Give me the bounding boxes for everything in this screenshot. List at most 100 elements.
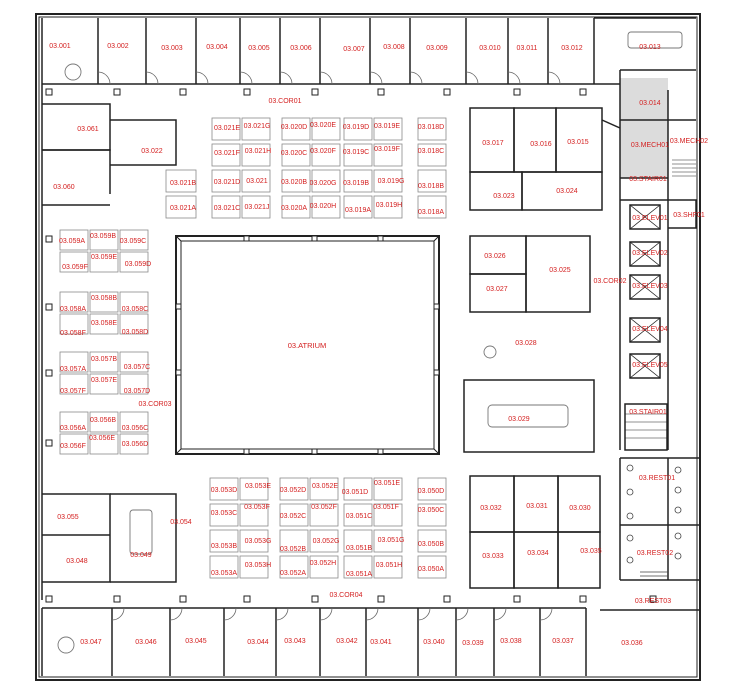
room-label: 03.STAIR01: [629, 409, 667, 416]
workstation: [119, 313, 149, 335]
room-label: 03.059B: [90, 233, 116, 240]
room-label: 03.019B: [343, 180, 369, 187]
room-label: 03.056D: [122, 441, 148, 448]
workstation: [89, 313, 119, 335]
room-label: 03.SHF01: [673, 212, 705, 219]
workstation: [211, 169, 241, 193]
workstation: [59, 351, 89, 373]
workstation: [119, 291, 149, 313]
room-label: 03.052G: [313, 538, 340, 545]
workstation: [343, 143, 373, 167]
room-label: 03.051G: [378, 537, 405, 544]
room-label: 03.020E: [310, 122, 336, 129]
workstation: [59, 251, 89, 273]
room-label: 03.058C: [122, 306, 148, 313]
room-label: 03.020C: [281, 150, 307, 157]
workstation: [89, 373, 119, 395]
atrium-label: 03.ATRIUM: [288, 341, 327, 350]
room-label: 03.057D: [124, 388, 150, 395]
room-label: 03.052F: [311, 504, 337, 511]
room-label: 03.010: [479, 45, 501, 52]
workstation: [59, 411, 89, 433]
workstation: [311, 117, 341, 141]
workstation: [59, 229, 89, 251]
room-label: 03.020F: [310, 148, 336, 155]
room-label: 03.021A: [170, 205, 196, 212]
room-label: 03.021D: [214, 179, 240, 186]
room-label: 03.051D: [342, 489, 368, 496]
workstation: [343, 477, 373, 501]
workstation: [89, 251, 119, 273]
room-label: 03.052A: [280, 570, 306, 577]
room-label: 03.020A: [281, 205, 307, 212]
room-label: 03.042: [336, 638, 358, 645]
room-label: 03.052B: [280, 546, 306, 553]
workstation: [417, 555, 447, 579]
workstation: [311, 169, 341, 193]
workstation: [279, 477, 309, 501]
workstation: [59, 373, 89, 395]
workstation: [119, 373, 149, 395]
room-label: 03.019H: [376, 202, 402, 209]
room-label: 03.COR01: [268, 98, 301, 105]
room-label: 03.ELEV01: [632, 215, 668, 222]
room-label: 03.057B: [91, 356, 117, 363]
room-label: 03.059F: [62, 264, 88, 271]
room-label: 03.REST02: [637, 550, 673, 557]
workstation: [343, 503, 373, 527]
workstation: [239, 529, 269, 553]
room-label: 03.051E: [374, 480, 400, 487]
room-label: 03.019F: [374, 146, 400, 153]
room-label: 03.048: [66, 558, 88, 565]
workstation: [417, 143, 447, 167]
room-label: 03.028: [515, 340, 537, 347]
room-label: 03.020G: [310, 180, 337, 187]
room-label: 03.019A: [345, 207, 371, 214]
room-label: 03.004: [206, 44, 228, 51]
workstation: [417, 195, 447, 219]
workstation: [241, 195, 271, 219]
room-label: 03.007: [343, 46, 365, 53]
workstation: [211, 117, 241, 141]
workstation: [241, 117, 271, 141]
room-label: 03.015: [567, 139, 589, 146]
room-label: 03.018C: [418, 148, 444, 155]
room-label: 03.054: [170, 519, 192, 526]
room-label: 03.058D: [122, 329, 148, 336]
room-label: 03.020H: [310, 203, 336, 210]
structural-columns: [45, 88, 657, 603]
top-offices: [41, 17, 696, 85]
room-label: 03.051H: [376, 562, 402, 569]
room-label: 03.024: [556, 188, 578, 195]
room-label: 03.008: [383, 44, 405, 51]
room-label: 03.019C: [343, 149, 369, 156]
room-label: 03.051C: [346, 513, 372, 520]
room-label: 03.023: [493, 193, 515, 200]
workstation: [89, 291, 119, 313]
workstation: [343, 555, 373, 579]
workstation: [343, 195, 373, 219]
room-label: 03.013: [639, 44, 661, 51]
room-label: 03.019D: [343, 124, 369, 131]
room-label: 03.057F: [60, 388, 86, 395]
room-label: 03.059E: [91, 254, 117, 261]
room-label: 03.ELEV04: [632, 326, 668, 333]
room-label: 03.052D: [280, 487, 306, 494]
room-label: 03.053H: [245, 562, 271, 569]
room-label: 03.036: [621, 640, 643, 647]
room-label: 03.ELEV02: [632, 250, 668, 257]
workstation: [211, 143, 241, 167]
room-label: 03.012: [561, 45, 583, 52]
room-label: 03.009: [426, 45, 448, 52]
workstation: [417, 477, 447, 501]
room-label: 03.053A: [211, 570, 237, 577]
workstation: [119, 229, 149, 251]
workstation: [165, 169, 197, 193]
room-label: 03.011: [517, 45, 538, 52]
room-label: 03.032: [480, 505, 502, 512]
room-label: 03.061: [77, 126, 99, 133]
workstation: [119, 433, 149, 455]
room-label: 03.050D: [418, 488, 444, 495]
